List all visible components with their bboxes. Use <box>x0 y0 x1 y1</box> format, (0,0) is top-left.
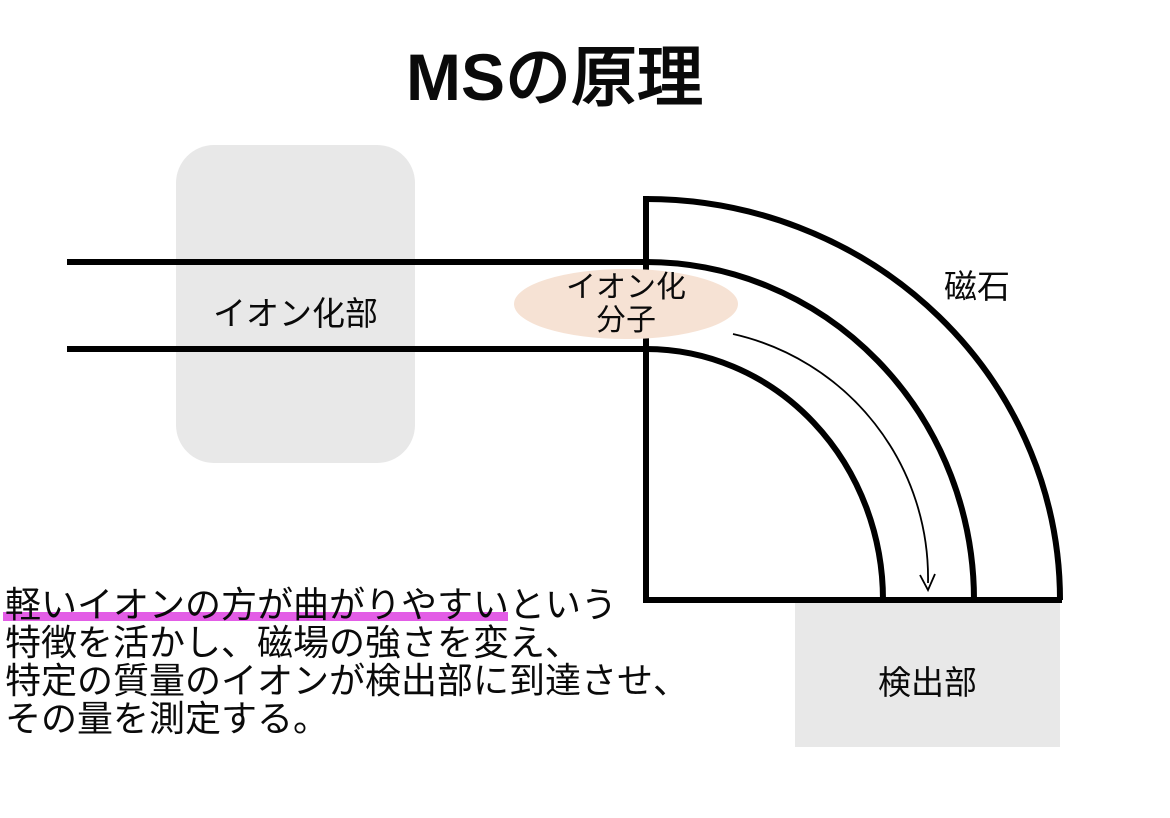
caption-line-3: 特定の質量のイオンが検出部に到達させ、 <box>5 662 689 700</box>
magnet-label: 磁石 <box>944 268 1010 305</box>
caption-block: 軽いイオンの方が曲がりやすいという 特徴を活かし、磁場の強さを変え、 特定の質量… <box>5 586 689 738</box>
ion-path-arrowhead-icon <box>919 573 936 593</box>
caption-highlight-underline <box>3 612 508 621</box>
ionization-box <box>176 145 415 463</box>
magnet-outer-arc <box>645 196 1063 601</box>
magnet-inner-arc <box>645 346 886 601</box>
caption-line-2-text: 特徴を活かし、磁場の強さを変え、 <box>5 622 582 663</box>
ionized-molecule-ellipse <box>514 269 738 339</box>
caption-line-4-text: その量を測定する。 <box>5 698 330 739</box>
detector-label: 検出部 <box>878 664 977 701</box>
page-title: MSの原理 <box>406 40 703 114</box>
caption-line-1: 軽いイオンの方が曲がりやすいという <box>5 586 689 624</box>
ionized-molecule-label: イオン化 分子 <box>514 271 738 337</box>
ionized-molecule-label-line1: イオン化 <box>566 271 686 304</box>
ionized-molecule-label-line2: 分子 <box>596 304 656 337</box>
detector-box <box>795 602 1060 747</box>
ion-path-arrow-line <box>732 333 929 584</box>
caption-line-3-text: 特定の質量のイオンが検出部に到達させ、 <box>5 660 690 701</box>
magnet-middle-arc <box>645 259 977 601</box>
caption-line-4: その量を測定する。 <box>5 700 689 738</box>
caption-line-1-text: 軽いイオンの方が曲がりやすいという <box>5 584 618 625</box>
ionization-label: イオン化部 <box>213 295 378 332</box>
caption-line-2: 特徴を活かし、磁場の強さを変え、 <box>5 624 689 662</box>
